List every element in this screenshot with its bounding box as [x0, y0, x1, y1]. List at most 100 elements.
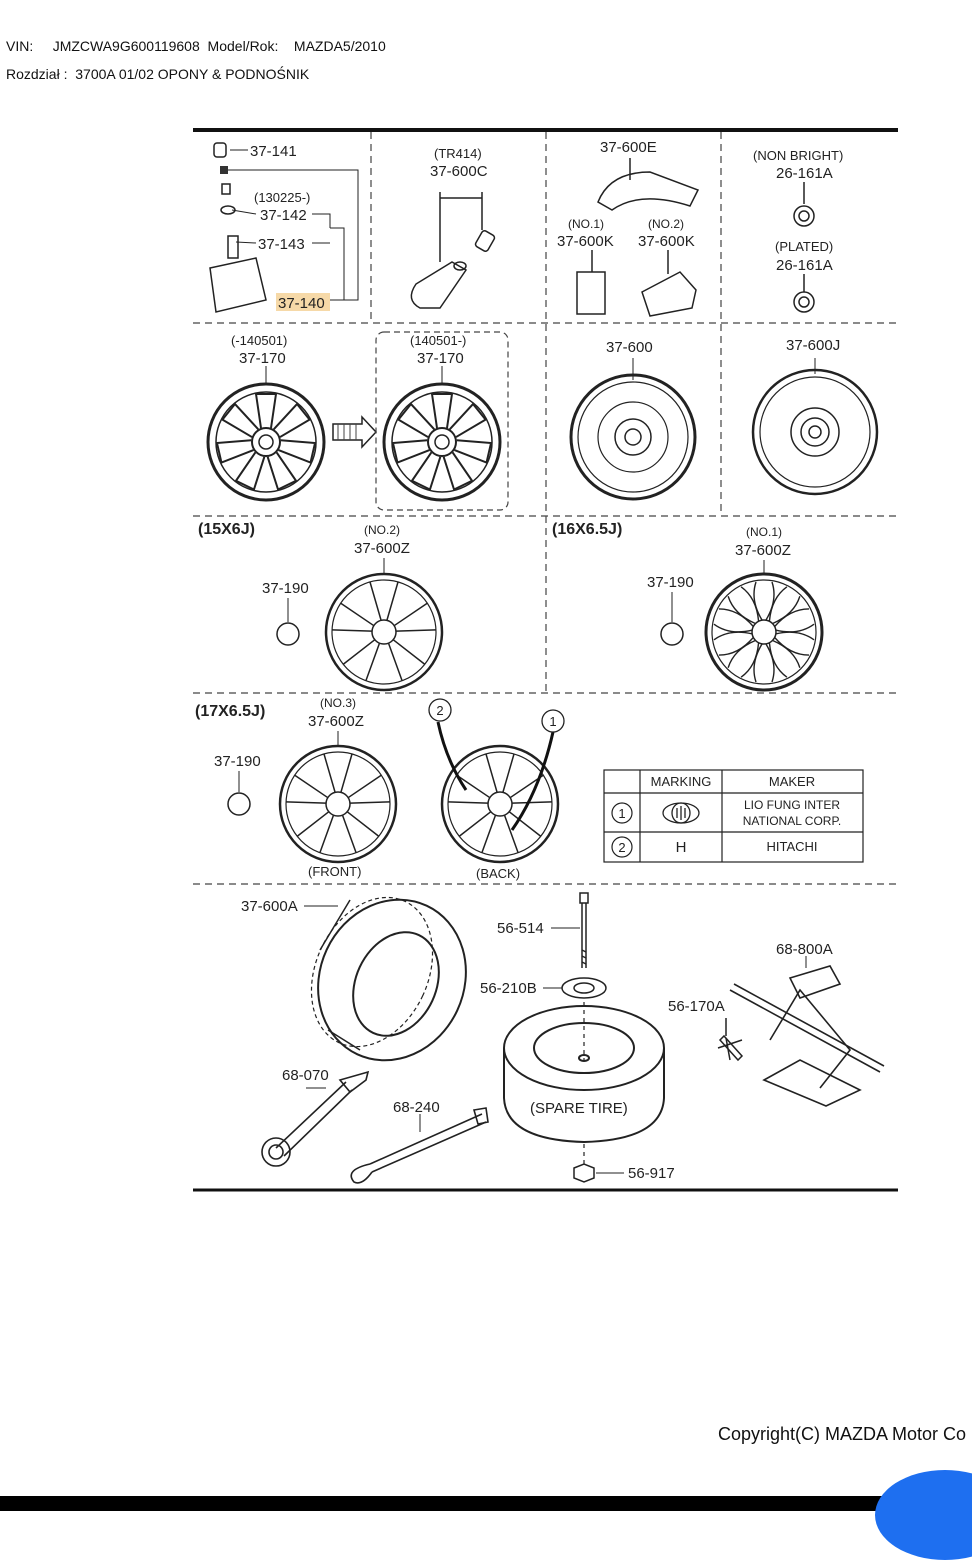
- label-minus-140501: (-140501): [231, 333, 287, 348]
- parts-diagram: 37-141 (130225-) 37-142 37-143 37-140 (T…: [193, 128, 898, 1192]
- wheel-37-170-new: [382, 382, 502, 502]
- label-37-142: 37-142: [260, 207, 307, 224]
- legend-row1-num: 1: [618, 806, 625, 821]
- label-56-210B: 56-210B: [480, 980, 537, 997]
- lio-fung-logo-icon: [662, 802, 700, 824]
- spare-tire-drawing: [503, 1002, 665, 1166]
- label-no2-weight: (NO.2): [648, 217, 684, 231]
- center-cap-icon: [227, 792, 251, 816]
- label-back: (BACK): [476, 866, 520, 881]
- label-56-514: 56-514: [497, 920, 544, 937]
- callout-2-number: 2: [436, 703, 443, 718]
- jack-68-800A-drawing: [729, 956, 885, 1107]
- legend-col-maker: MAKER: [769, 774, 815, 789]
- label-37-170-a: 37-170: [239, 350, 286, 367]
- label-no1-weight: (NO.1): [568, 217, 604, 231]
- label-plated: (PLATED): [775, 239, 833, 254]
- new-wheel-box: [375, 331, 509, 511]
- label-no1-z: (NO.1): [746, 525, 782, 539]
- vin-value: JMZCWA9G600119608: [52, 38, 200, 54]
- handle-56-170A-drawing: [717, 1018, 744, 1062]
- label-size-15: (15X6J): [198, 521, 255, 538]
- wheel-37-600Z-17in-back: [440, 744, 560, 864]
- label-spare-tire: (SPARE TIRE): [530, 1100, 628, 1117]
- callout-1-number: 1: [549, 714, 556, 729]
- label-37-170-b: 37-170: [417, 350, 464, 367]
- tire-37-600A-drawing: [310, 896, 467, 1062]
- tpms-sensor-group: [209, 142, 359, 313]
- arrow-icon: [332, 415, 378, 449]
- callout-2-icon: [428, 698, 452, 722]
- label-130225: (130225-): [254, 190, 310, 205]
- label-37-600E: 37-600E: [600, 139, 657, 156]
- label-tr414: (TR414): [434, 146, 482, 161]
- label-37-600Z-c: 37-600Z: [308, 713, 364, 730]
- nut-56-917-drawing: [573, 1163, 624, 1183]
- label-140501: (140501-): [410, 333, 466, 348]
- label-37-600C: 37-600C: [430, 163, 488, 180]
- label-37-600K-1: 37-600K: [557, 233, 614, 250]
- label-68-070: 68-070: [282, 1067, 329, 1084]
- model-label: Model/Rok:: [207, 38, 279, 54]
- label-front: (FRONT): [308, 864, 361, 879]
- legend-row2-num-icon: [611, 836, 633, 858]
- bolt-56-514-drawing: [551, 892, 589, 968]
- wheel-37-600-steel: [569, 358, 697, 501]
- section-label: Rozdział :: [6, 66, 68, 82]
- label-37-190-c: 37-190: [214, 753, 261, 770]
- holder-56-210B-drawing: [543, 977, 607, 999]
- section-line: Rozdział : 3700A 01/02 OPONY & PODNOŚNIK: [6, 66, 309, 82]
- label-26-161A-1: 26-161A: [776, 165, 833, 182]
- label-non-bright: (NON BRIGHT): [753, 148, 843, 163]
- wheel-37-600Z-15in: [324, 572, 444, 692]
- label-68-240: 68-240: [393, 1099, 440, 1116]
- vin-label: VIN:: [6, 38, 34, 54]
- label-size-16: (16X6.5J): [552, 521, 622, 538]
- wheel-37-600Z-16in: [704, 572, 824, 692]
- label-56-170A: 56-170A: [668, 998, 725, 1015]
- grid-dividers: [193, 132, 898, 885]
- wheel-37-600Z-17in-front: [278, 744, 398, 864]
- vin-line: VIN: JMZCWA9G600119608 Model/Rok: MAZDA5…: [6, 38, 386, 54]
- section-value: 3700A 01/02 OPONY & PODNOŚNIK: [75, 66, 310, 82]
- bar-68-240-drawing: [350, 1107, 489, 1184]
- wheel-37-170-old: [206, 382, 326, 502]
- label-37-600A: 37-600A: [241, 898, 298, 915]
- label-no3-z: (NO.3): [320, 696, 356, 710]
- bottom-navigation-bar: [0, 1496, 972, 1511]
- copyright-text: Copyright(C) MAZDA Motor Co: [718, 1424, 967, 1444]
- label-size-17: (17X6.5J): [195, 703, 265, 720]
- legend-row2-marking: H: [676, 839, 687, 856]
- center-cap-icon: [660, 622, 684, 646]
- floating-action-button[interactable]: [875, 1470, 972, 1560]
- label-37-140: 37-140: [278, 295, 325, 312]
- label-56-917: 56-917: [628, 1165, 675, 1182]
- label-37-600K-2: 37-600K: [638, 233, 695, 250]
- legend-row1-num-icon: [611, 802, 633, 824]
- label-37-143: 37-143: [258, 236, 305, 253]
- label-37-600: 37-600: [606, 339, 653, 356]
- center-cap-icon: [276, 622, 300, 646]
- valve-stem-drawing: [410, 192, 496, 309]
- wrench-68-070-drawing: [261, 1070, 370, 1167]
- legend-col-marking: MARKING: [651, 774, 712, 789]
- lug-nuts-drawing: [793, 182, 815, 313]
- legend-row1-maker-line2: NATIONAL CORP.: [743, 814, 841, 828]
- marking-pointer-2: [436, 721, 468, 791]
- label-37-600Z-a: 37-600Z: [354, 540, 410, 557]
- label-no2-z: (NO.2): [364, 523, 400, 537]
- callout-1-icon: [541, 709, 565, 733]
- legend-row2-num: 2: [618, 840, 625, 855]
- marking-legend-table: [603, 769, 864, 863]
- legend-row2-maker: HITACHI: [766, 839, 817, 854]
- label-26-161A-2: 26-161A: [776, 257, 833, 274]
- balance-weights-drawing: [576, 158, 700, 317]
- marking-pointer-1: [510, 731, 555, 831]
- legend-row1-maker-line1: LIO FUNG INTER: [744, 798, 840, 812]
- wheel-37-600J-spare: [751, 358, 879, 496]
- label-37-141: 37-141: [250, 143, 297, 160]
- label-37-190-a: 37-190: [262, 580, 309, 597]
- label-37-600J: 37-600J: [786, 337, 840, 354]
- model-value: MAZDA5/2010: [293, 38, 386, 54]
- label-37-190-b: 37-190: [647, 574, 694, 591]
